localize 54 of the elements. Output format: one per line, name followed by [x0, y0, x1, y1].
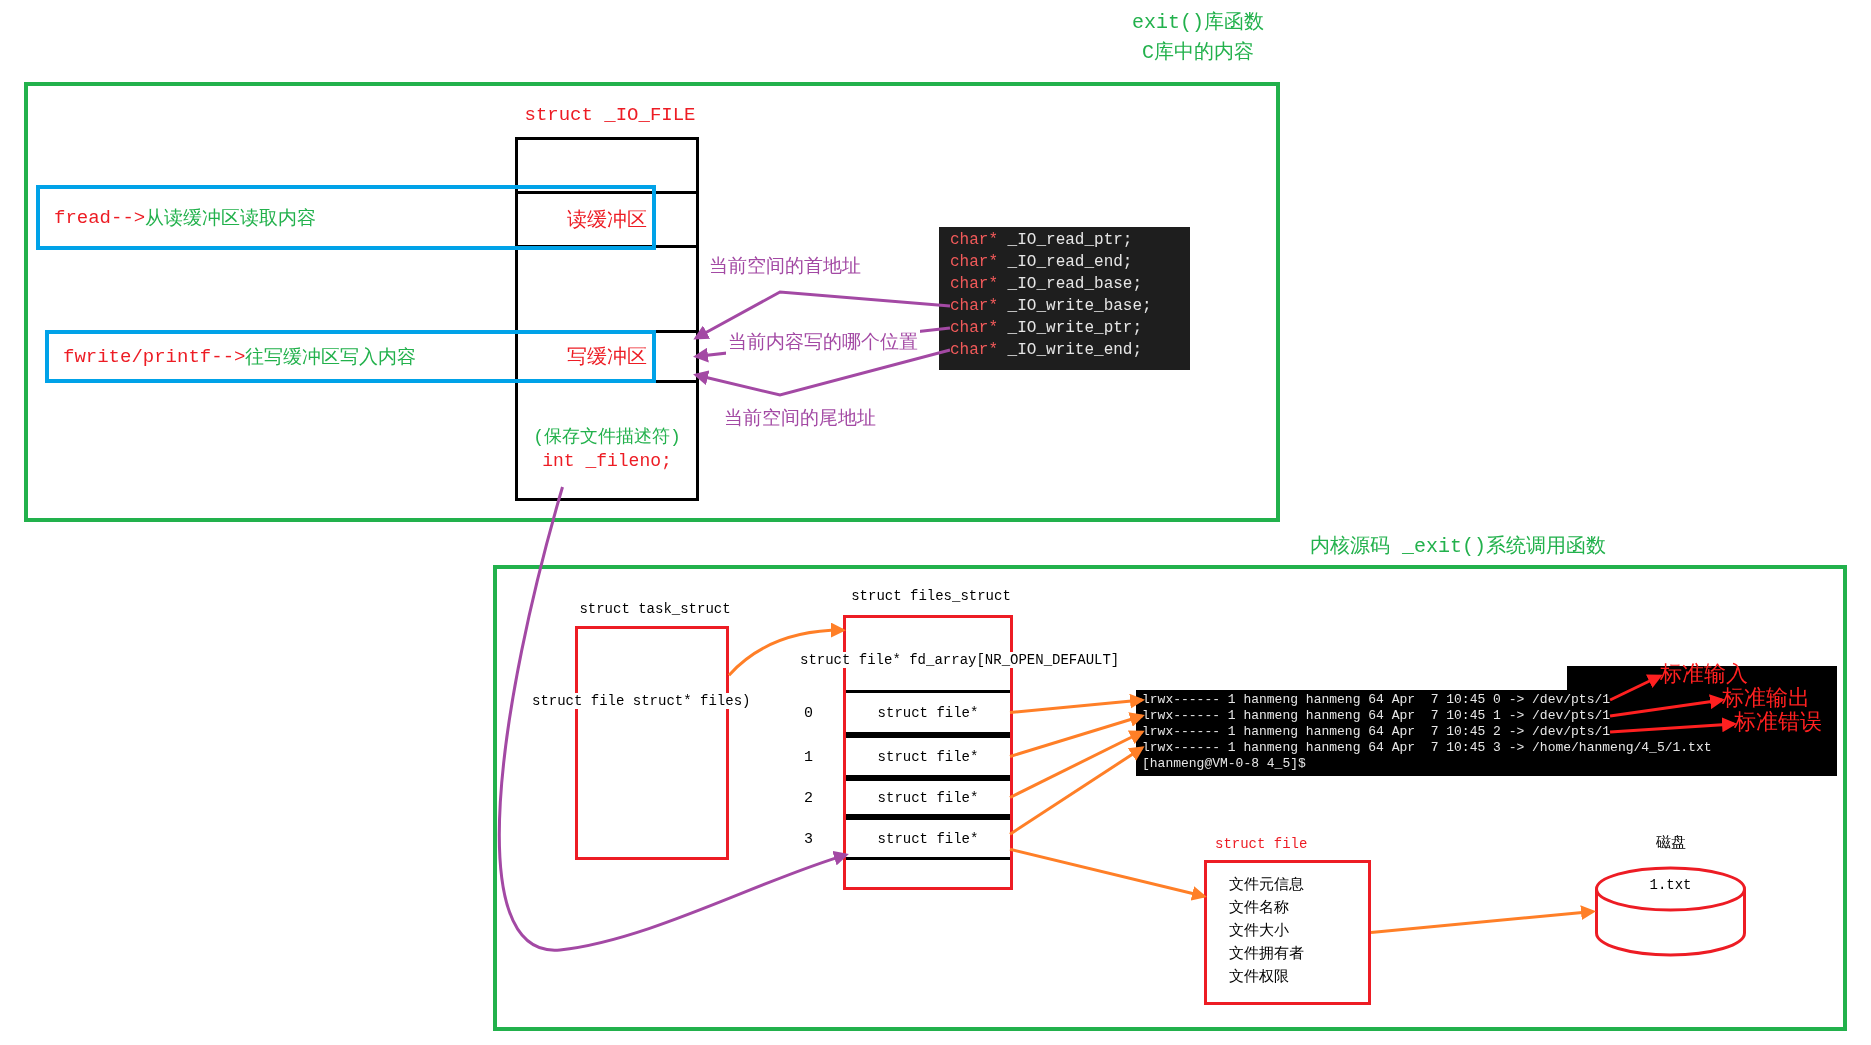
arrow	[1009, 730, 1145, 799]
box-label: struct file*	[877, 704, 979, 721]
box-label: 文件权限	[1229, 967, 1289, 986]
arrow	[1009, 693, 1145, 714]
arrow	[1009, 746, 1145, 836]
arrow	[1609, 674, 1663, 702]
terminal-line: lrwx------ 1 hanmeng hanmeng 64 Apr 7 10:45 0 -> /dev/pts/1	[1142, 692, 1611, 708]
code-line: char* _IO_write_ptr;	[950, 317, 1143, 339]
heading: struct files_struct	[850, 588, 1012, 604]
buffer-cell: 读缓冲区	[518, 191, 696, 248]
code-panel	[939, 227, 1190, 370]
code-line: char* _IO_read_end;	[950, 251, 1133, 273]
heading: struct file	[1215, 836, 1309, 852]
arrow	[1370, 905, 1596, 934]
arrow	[1009, 712, 1145, 758]
terminal-line: [hanmeng@VM-0-8 4_5]$	[1142, 756, 1306, 772]
code-line: char* _IO_write_base;	[950, 295, 1152, 317]
terminal-line: lrwx------ 1 hanmeng hanmeng 64 Apr 7 10:45 3 -> /home/hanmeng/4_5/1.txt	[1142, 740, 1712, 756]
index-number: 0	[804, 704, 813, 721]
code-line: char* _IO_read_ptr;	[950, 229, 1133, 251]
index-number: 2	[804, 789, 813, 806]
heading: exit()库函数 C库中的内容	[1131, 10, 1265, 66]
box-label: int _fileno;	[541, 450, 673, 473]
box-label: 1.txt	[1648, 877, 1693, 893]
code-line: char* _IO_write_end;	[950, 339, 1143, 361]
box-label: (保存文件描述符)	[532, 426, 682, 449]
arrow	[497, 486, 849, 952]
box-label: struct file*	[877, 830, 979, 847]
heading: 磁盘	[1654, 834, 1687, 852]
box-label: struct file*	[877, 748, 979, 765]
heading: struct _IO_FILE	[523, 104, 697, 126]
box-label: struct file* fd_array[NR_OPEN_DEFAULT]	[800, 652, 1120, 668]
arrow	[1610, 717, 1737, 734]
terminal-line: lrwx------ 1 hanmeng hanmeng 64 Apr 7 10:45 2 -> /dev/pts/1	[1142, 724, 1611, 740]
box-label: 文件名称	[1229, 898, 1289, 917]
box-label: 文件大小	[1229, 921, 1289, 940]
arrow	[693, 290, 951, 340]
index-number: 3	[804, 830, 813, 847]
arrow	[727, 622, 846, 677]
code-line: char* _IO_read_base;	[950, 273, 1143, 295]
heading: struct task_struct	[578, 601, 732, 617]
terminal-line: lrwx------ 1 hanmeng hanmeng 64 Apr 7 10:45 1 -> /dev/pts/1	[1142, 708, 1611, 724]
box-label: 文件元信息	[1229, 875, 1304, 894]
box-label: 文件拥有者	[1229, 944, 1304, 963]
callout-text: 标准错误	[1734, 711, 1822, 737]
arrow	[1609, 694, 1725, 718]
arrow	[1009, 847, 1207, 901]
arrow	[693, 348, 951, 397]
box-label: struct file struct* files)	[532, 693, 751, 709]
index-number: 1	[804, 748, 813, 765]
box-label: struct file*	[877, 789, 979, 806]
buffer-cell: 写缓冲区	[518, 330, 696, 383]
edge-label: 当前内容写的哪个位置	[726, 329, 920, 355]
heading: 内核源码 _exit()系统调用函数	[1310, 534, 1607, 559]
